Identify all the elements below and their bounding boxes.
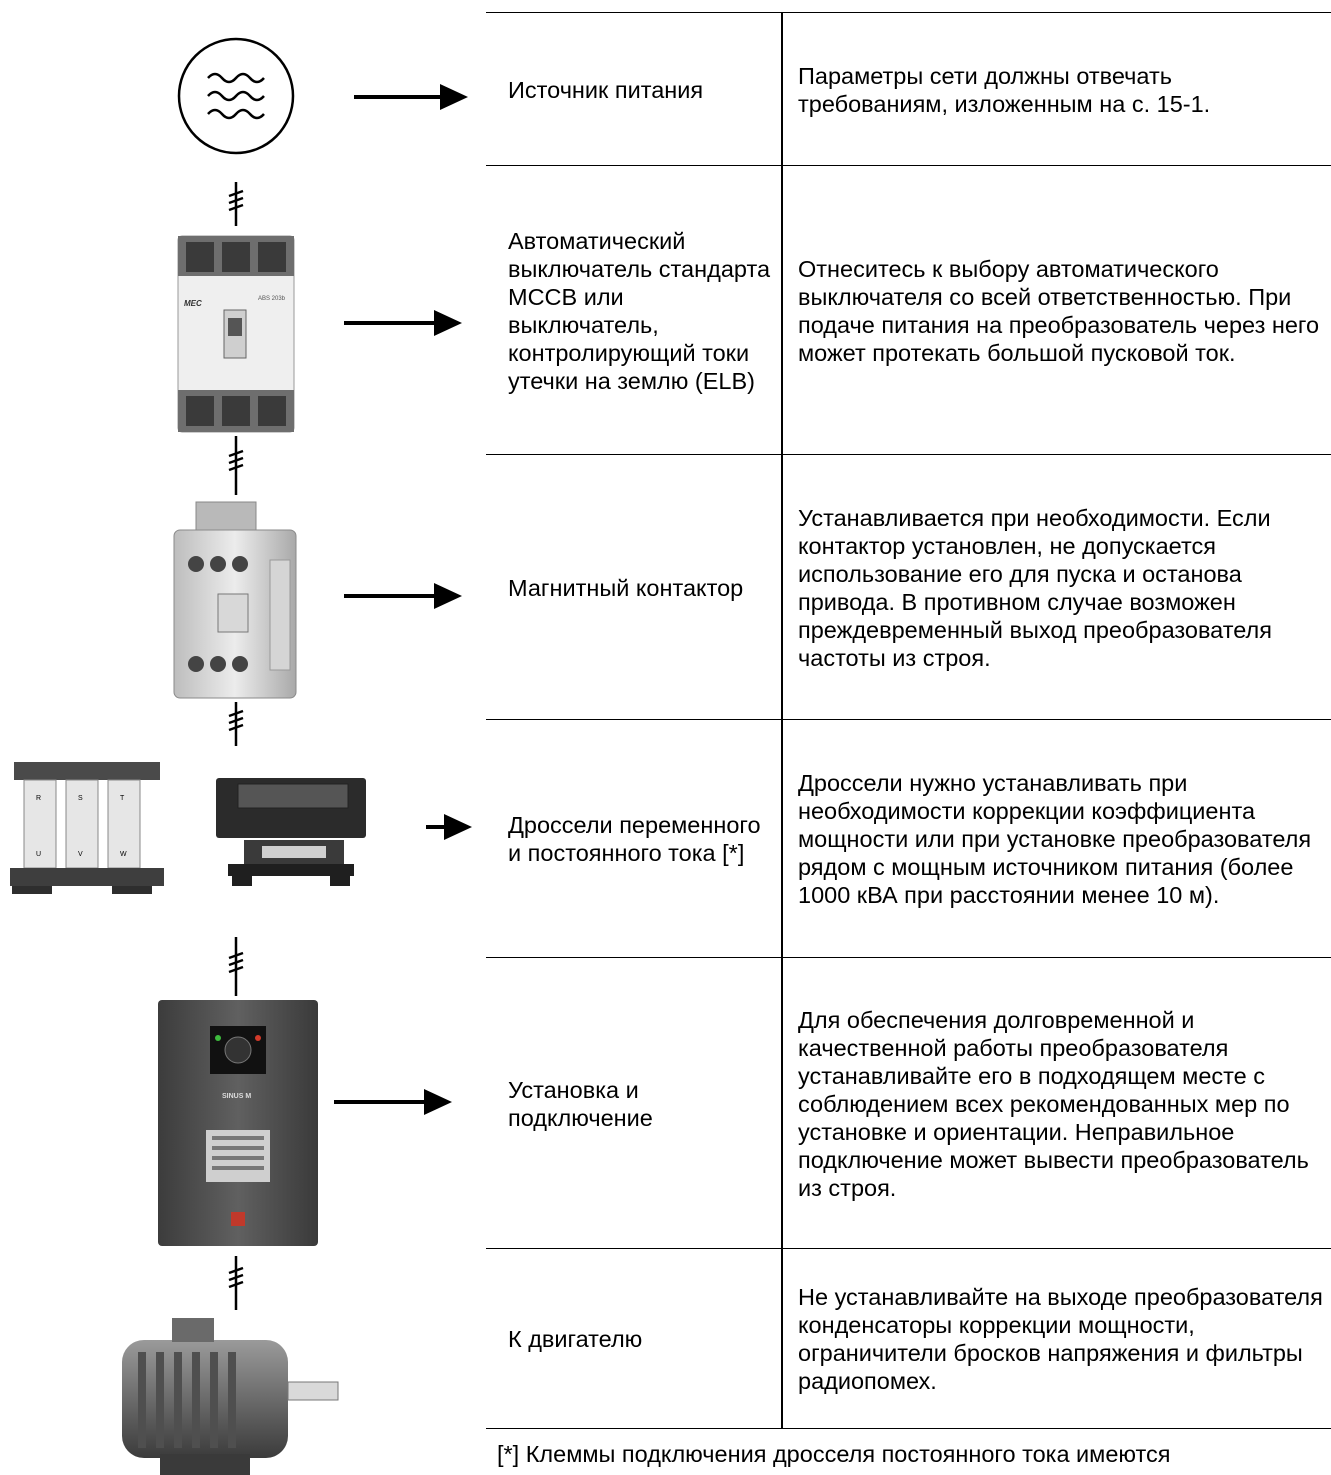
power-source-icon bbox=[177, 37, 295, 155]
three-phase-line-3 bbox=[228, 702, 244, 746]
motor-image bbox=[122, 1318, 339, 1475]
inverter-drive-image: SINUS M bbox=[158, 1000, 318, 1246]
row-description: Отнеситесь к выбору автоматического выкл… bbox=[798, 255, 1320, 366]
row-description: Параметры сети должны отвечать требовани… bbox=[798, 62, 1211, 117]
three-phase-line-5 bbox=[228, 1256, 244, 1310]
dc-reactor-image bbox=[216, 778, 366, 886]
table-row-breaker: Автоматический выключатель стандарта MCC… bbox=[486, 165, 1331, 455]
row-title: К двигателю bbox=[508, 1326, 643, 1352]
arrow-icon-power bbox=[354, 84, 468, 110]
footnote: [*] Клеммы подключения дросселя постоянн… bbox=[497, 1441, 1171, 1467]
row-description: Для обеспечения долговременной и качеств… bbox=[798, 1006, 1309, 1201]
row-title: Дроссели переменного и постоянного тока … bbox=[508, 812, 761, 866]
reactor-phase-w: W bbox=[120, 851, 127, 858]
column-divider bbox=[781, 12, 783, 1428]
reactor-phase-s: S bbox=[78, 795, 83, 802]
row-title: Установка и подключение bbox=[508, 1076, 653, 1131]
table-bottom-border bbox=[486, 1428, 1331, 1429]
arrow-icon-reactor bbox=[426, 814, 472, 840]
arrow-icon-contactor bbox=[344, 583, 462, 609]
breaker-model-label: ABS 203b bbox=[258, 296, 286, 302]
breaker-brand-label: MEC bbox=[184, 299, 202, 308]
row-title: Магнитный контактор bbox=[508, 574, 744, 601]
three-phase-line-2 bbox=[228, 436, 244, 495]
table-row-reactor: Дроссели переменного и постоянного тока … bbox=[486, 719, 1331, 958]
three-phase-line-4 bbox=[228, 937, 244, 996]
table-row-installation: Установка и подключение Для обеспечения … bbox=[486, 957, 1331, 1249]
drive-model-label: SINUS M bbox=[222, 1093, 251, 1100]
row-description: Не устанавливайте на выходе преобразоват… bbox=[798, 1284, 1323, 1394]
arrow-icon-drive bbox=[334, 1089, 452, 1115]
row-description: Устанавливается при необходимости. Если … bbox=[798, 504, 1272, 671]
reactor-phase-u: U bbox=[36, 851, 41, 858]
row-description: Дроссели нужно устанавливать при необход… bbox=[798, 770, 1312, 908]
reactor-phase-r: R bbox=[36, 795, 41, 802]
magnetic-contactor-image bbox=[173, 501, 297, 699]
table-row-motor: К двигателю Не устанавливайте на выходе … bbox=[486, 1248, 1331, 1429]
arrow-icon-breaker bbox=[344, 310, 462, 336]
equipment-diagram: MEC ABS 203b R S T U V W bbox=[10, 37, 472, 1475]
table-row-contactor: Магнитный контактор Устанавливается при … bbox=[486, 454, 1331, 720]
table-row-power: Источник питания Параметры сети должны о… bbox=[486, 12, 1331, 166]
row-title: Источник питания bbox=[508, 76, 704, 103]
row-title: Автоматический выключатель стандарта MCC… bbox=[508, 227, 771, 394]
reactor-phase-t: T bbox=[120, 795, 125, 802]
three-phase-line-1 bbox=[228, 182, 244, 226]
ac-reactor-image: R S T U V W bbox=[10, 762, 164, 894]
circuit-breaker-image: MEC ABS 203b bbox=[177, 235, 295, 433]
reactor-phase-v: V bbox=[78, 851, 83, 858]
